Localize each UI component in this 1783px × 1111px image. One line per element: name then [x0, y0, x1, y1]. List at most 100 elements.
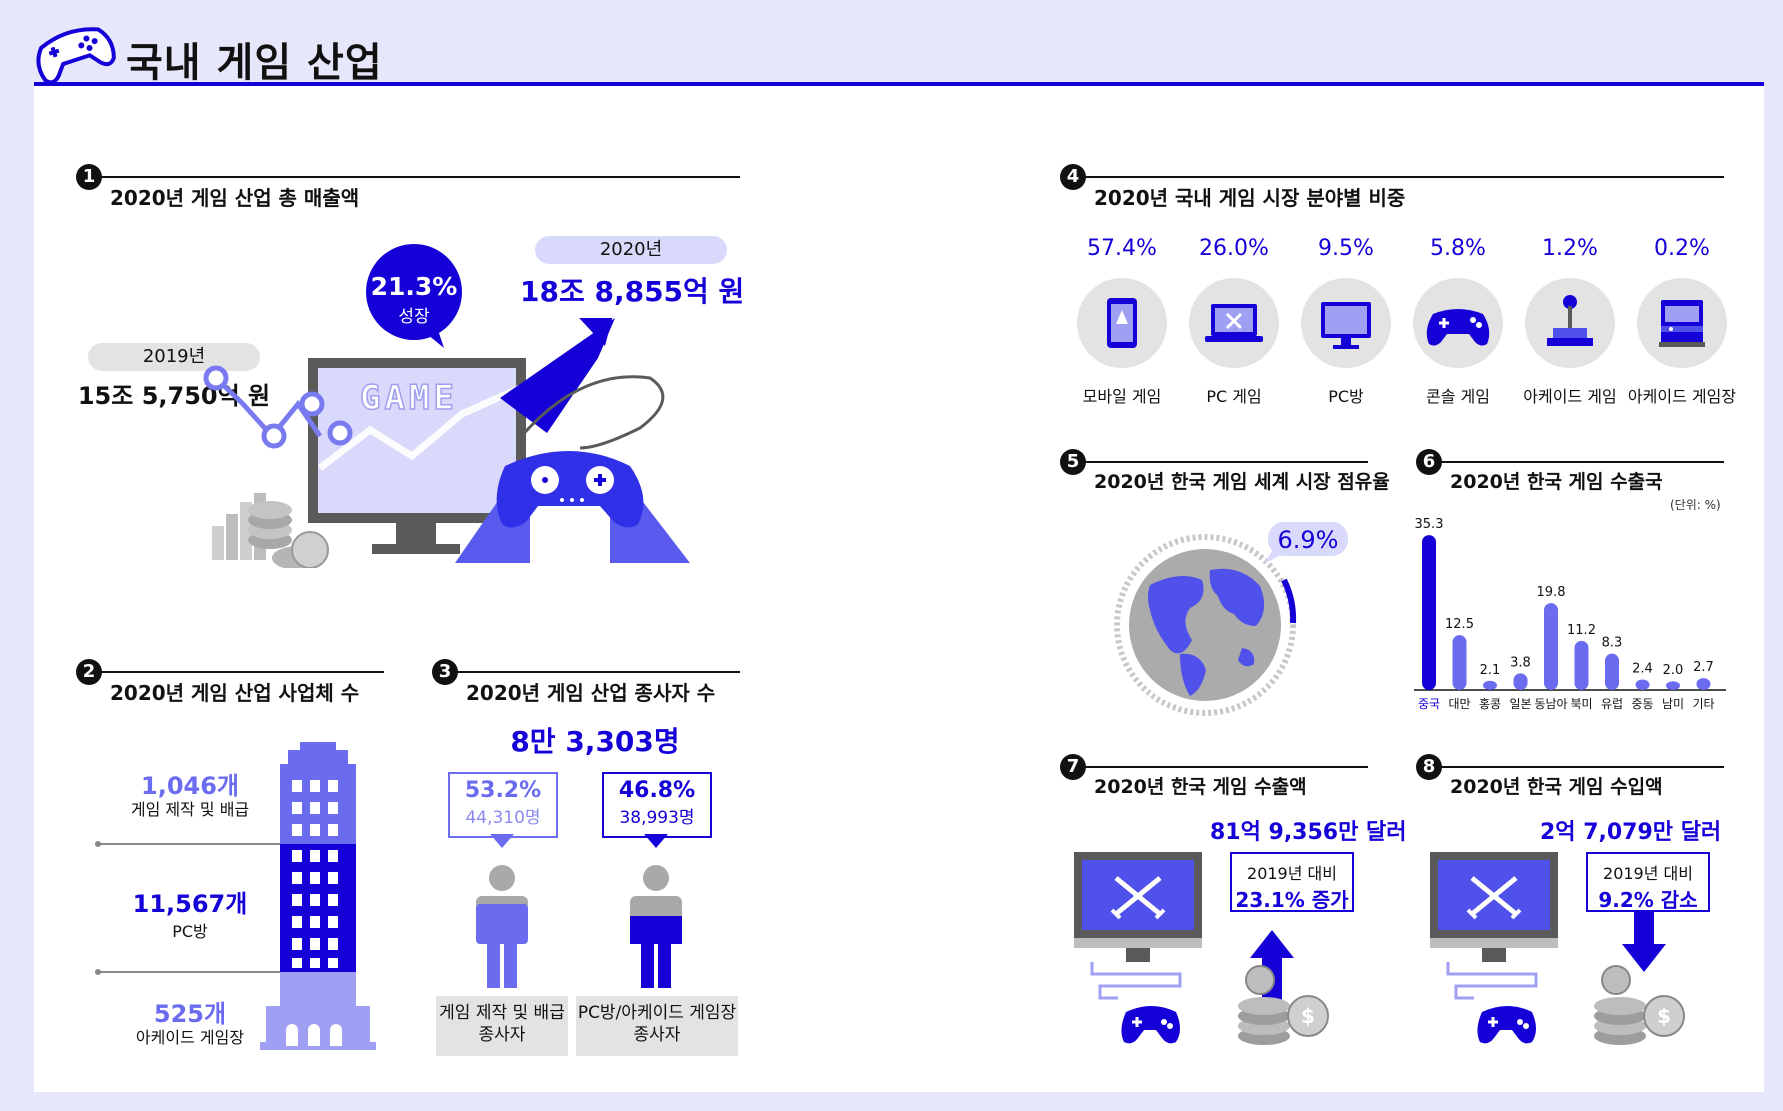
- laptop-icon: [1189, 278, 1279, 368]
- bar-value-label: 2.1: [1480, 663, 1501, 678]
- import-change-box: 2019년 대비 9.2% 감소: [1586, 852, 1710, 912]
- person-icon: [476, 865, 528, 988]
- export-illustration: $: [1074, 852, 1329, 1045]
- section-2-number: 2: [76, 659, 102, 685]
- revenue-2020-value: 18조 8,855억 원: [520, 275, 745, 308]
- share-callout: [1264, 522, 1348, 564]
- segment-percent: 5.8%: [1430, 236, 1486, 261]
- segment-label: 모바일 게임: [1082, 387, 1162, 406]
- bar-value-label: 2.7: [1693, 660, 1714, 675]
- employee-group-1-count: 44,310명: [465, 808, 541, 828]
- section-7-rule: [1072, 766, 1368, 768]
- segment-label: PC방: [1328, 387, 1364, 406]
- business-count-value-3: 525개: [153, 1000, 227, 1028]
- category-label: 기타: [1692, 697, 1714, 711]
- segment-label: PC 게임: [1206, 387, 1262, 406]
- section-8-number: 8: [1416, 754, 1442, 780]
- joystick-icon: [1525, 278, 1615, 368]
- gamepad-icon: [1413, 278, 1503, 368]
- growth-bubble: [366, 244, 462, 348]
- section-1-rule: [88, 176, 740, 178]
- export-change-box: 2019년 대비 23.1% 증가: [1230, 852, 1354, 912]
- business-count-value-2: 11,567개: [132, 890, 248, 918]
- segment-percent: 26.0%: [1199, 236, 1269, 261]
- bar: [1452, 635, 1467, 690]
- section-8-title: 2020년 한국 게임 수입액: [1450, 776, 1663, 798]
- employee-group-2-pct: 46.8%: [618, 778, 696, 803]
- category-label: 중동: [1631, 697, 1653, 711]
- section-3-title: 2020년 게임 산업 종사자 수: [466, 681, 716, 705]
- category-label: 대만: [1448, 697, 1470, 711]
- bar-value-label: 11.2: [1567, 623, 1596, 638]
- section-1-number: 1: [76, 164, 102, 190]
- year-2019-pill: 2019년: [88, 343, 260, 371]
- bar: [1635, 679, 1650, 690]
- employee-group-1-pct: 53.2%: [464, 778, 542, 803]
- mobile-icon: [1077, 278, 1167, 368]
- export-compare-label: 2019년 대비: [1247, 864, 1337, 883]
- section-8-rule: [1428, 766, 1724, 768]
- arcade-icon: [1637, 278, 1727, 368]
- employee-group-2-count: 38,993명: [619, 808, 695, 828]
- section-6-rule: [1428, 461, 1724, 463]
- bar: [1513, 673, 1528, 690]
- export-change-value: 23.1% 증가: [1235, 888, 1349, 912]
- header-rule: [34, 82, 1764, 86]
- segment-label: 콘솔 게임: [1426, 387, 1490, 406]
- section-4-rule: [1072, 176, 1724, 178]
- pointer-1-icon: [490, 834, 514, 848]
- category-label: 중국: [1418, 697, 1440, 711]
- employee-group-2-label: PC방/아케이드 게임장 종사자: [576, 996, 738, 1056]
- person-icon: [630, 865, 682, 988]
- section-6-number: 6: [1416, 449, 1442, 475]
- export-amount: 81억 9,356만 달러: [1210, 820, 1407, 845]
- bar: [1544, 603, 1558, 690]
- employee-group-1-label: 게임 제작 및 배급 종사자: [436, 996, 568, 1056]
- world-share-value: 6.9%: [1277, 526, 1339, 554]
- section-6-title: 2020년 한국 게임 수출국: [1450, 471, 1663, 493]
- category-label: 유럽: [1601, 697, 1623, 711]
- growth-percent: 21.3%: [370, 272, 458, 301]
- chart-unit-label: (단위: %): [1670, 498, 1721, 512]
- section-5-number: 5: [1060, 449, 1086, 475]
- section-7-number: 7: [1060, 754, 1086, 780]
- section-4-number: 4: [1060, 164, 1086, 190]
- section-4-title: 2020년 국내 게임 시장 분야별 비중: [1094, 186, 1406, 210]
- section-2-rule: [88, 671, 384, 673]
- revenue-illustration: [203, 318, 690, 568]
- section-3-rule: [444, 671, 740, 673]
- bar-value-label: 3.8: [1510, 655, 1531, 670]
- bar: [1574, 640, 1589, 690]
- import-change-value: 9.2% 감소: [1598, 888, 1698, 912]
- bar-value-label: 2.4: [1632, 661, 1653, 676]
- business-count-label-3: 아케이드 게임장: [135, 1028, 245, 1047]
- bar: [1422, 535, 1436, 690]
- segment-label: 아케이드 게임: [1523, 387, 1617, 406]
- category-label: 남미: [1662, 697, 1684, 711]
- employee-group-2-box: 46.8% 38,993명: [602, 772, 712, 838]
- category-label: 동남아: [1534, 697, 1567, 711]
- monitor-icon: [1301, 278, 1391, 368]
- globe-icon: [1114, 534, 1297, 716]
- business-count-label-2: PC방: [172, 922, 208, 941]
- bar-value-label: 12.5: [1445, 617, 1474, 632]
- bar: [1483, 680, 1497, 690]
- segment-percent: 57.4%: [1087, 236, 1157, 261]
- segment-percent: 1.2%: [1542, 236, 1598, 261]
- screen-game-text: GAME: [359, 377, 458, 419]
- growth-label: 성장: [398, 307, 430, 327]
- bar-value-label: 35.3: [1415, 517, 1444, 532]
- bar-value-label: 2.0: [1663, 663, 1684, 678]
- section-3-number: 3: [432, 659, 458, 685]
- import-compare-label: 2019년 대비: [1603, 864, 1693, 883]
- segment-percent: 9.5%: [1318, 236, 1374, 261]
- import-illustration: $: [1430, 852, 1685, 1045]
- svg-text:$: $: [1301, 1004, 1315, 1028]
- bar: [1605, 653, 1619, 690]
- segment-percent: 0.2%: [1654, 236, 1710, 261]
- bar: [1666, 681, 1680, 690]
- bar: [1696, 678, 1711, 690]
- business-count-value-1: 1,046개: [141, 772, 239, 800]
- page-title: 국내 게임 산업: [126, 40, 383, 86]
- category-label: 일본: [1509, 697, 1531, 711]
